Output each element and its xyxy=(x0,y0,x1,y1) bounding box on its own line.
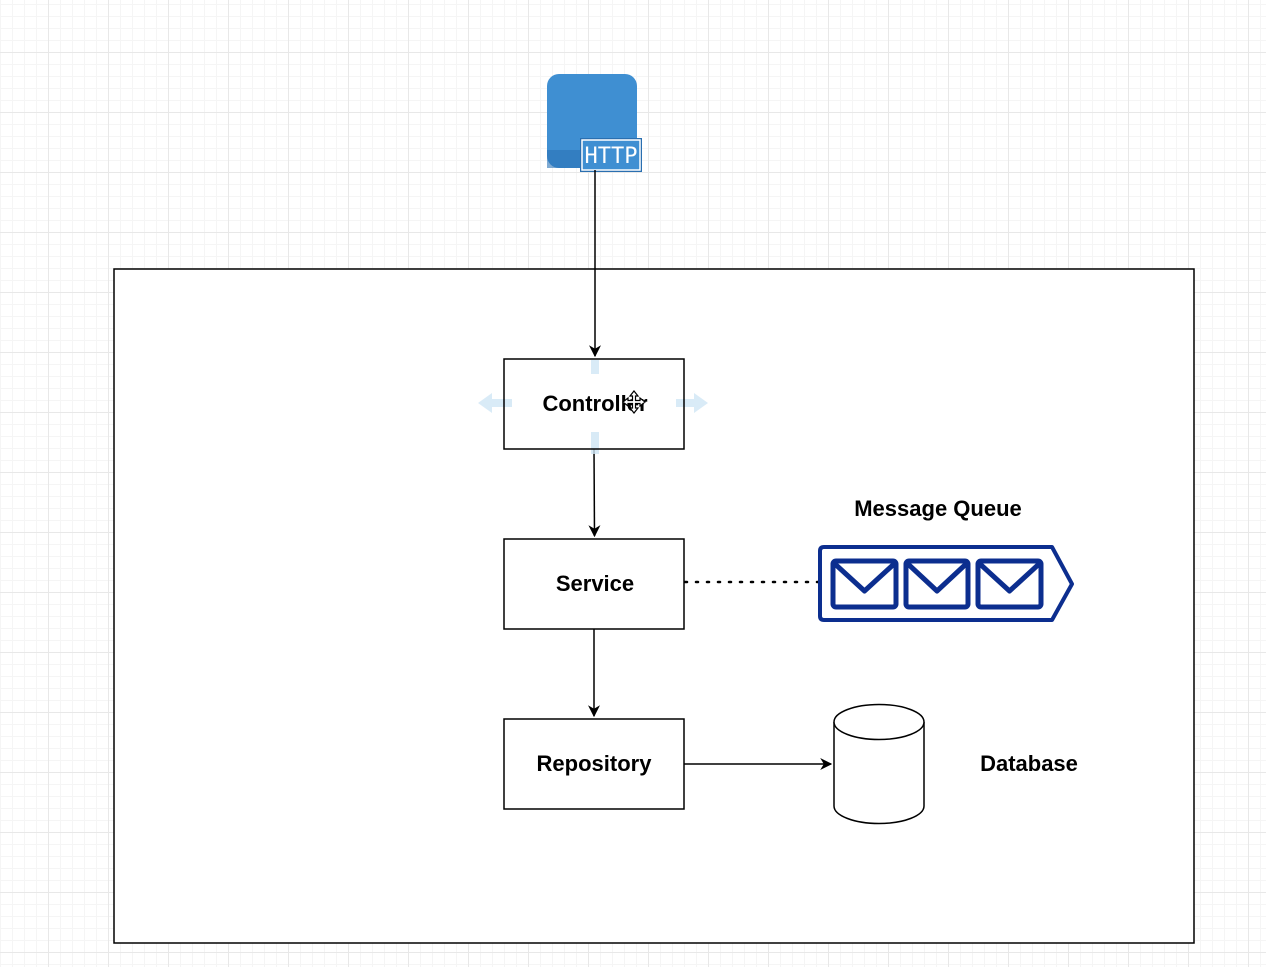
envelope-icon xyxy=(830,558,899,610)
database-label: Database xyxy=(980,751,1078,776)
http-icon[interactable]: HTTP xyxy=(547,74,642,172)
controller-node[interactable]: Controller xyxy=(503,358,685,450)
service-node[interactable]: Service xyxy=(503,538,685,630)
database-icon[interactable] xyxy=(833,703,925,825)
controller-to-service-arrow[interactable] xyxy=(588,448,601,538)
envelope-icon xyxy=(975,558,1044,610)
http-badge-text: HTTP xyxy=(585,144,638,169)
message-queue-label: Message Queue xyxy=(854,496,1022,521)
repository-node[interactable]: Repository xyxy=(503,718,685,810)
repository-label: Repository xyxy=(537,751,653,776)
message-queue-icon[interactable] xyxy=(818,545,1074,622)
envelope-icon xyxy=(903,558,971,610)
service-label: Service xyxy=(556,571,634,596)
connection-hint-arrows[interactable] xyxy=(478,360,708,454)
move-cursor-icon xyxy=(622,390,646,414)
